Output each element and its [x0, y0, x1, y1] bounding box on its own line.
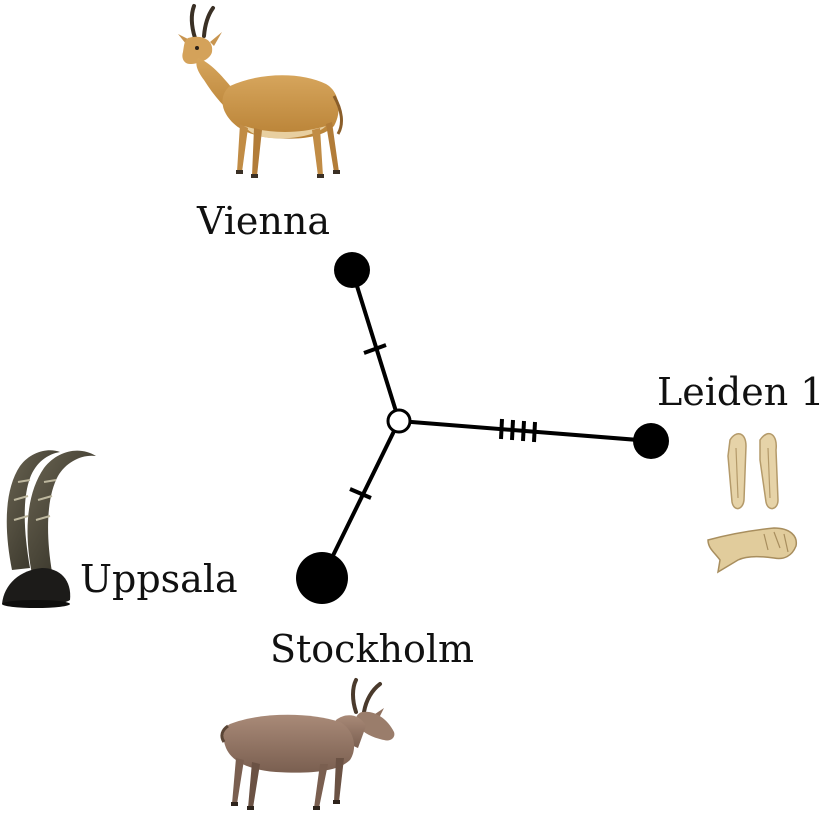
label-stockholm: Stockholm — [270, 627, 475, 671]
vienna-antelope-picture — [178, 4, 343, 178]
leiden-bones-picture — [707, 432, 798, 574]
mutation-tick-leiden-1 — [499, 418, 504, 440]
mutation-tick-leiden-4 — [532, 421, 537, 443]
network-edges — [320, 268, 653, 580]
node-stockholm — [296, 552, 348, 604]
edge-center-vienna — [350, 268, 401, 423]
mutation-tick-stockholm — [349, 487, 372, 500]
edge-center-stockholm — [320, 419, 401, 580]
stockholm-ibex-picture — [220, 678, 395, 810]
node-vienna — [334, 252, 370, 288]
mutation-tick-vienna — [363, 343, 387, 355]
mutation-tick-leiden-3 — [521, 420, 526, 442]
mutation-tick-leiden-2 — [510, 419, 515, 441]
label-leiden-1: Leiden 1 — [657, 370, 825, 414]
node-median-center — [386, 408, 412, 434]
node-leiden1 — [633, 423, 669, 459]
label-vienna: Vienna — [197, 199, 331, 243]
mutation-marks — [349, 343, 537, 500]
label-uppsala: Uppsala — [80, 557, 238, 601]
uppsala-horns-picture — [2, 450, 96, 608]
